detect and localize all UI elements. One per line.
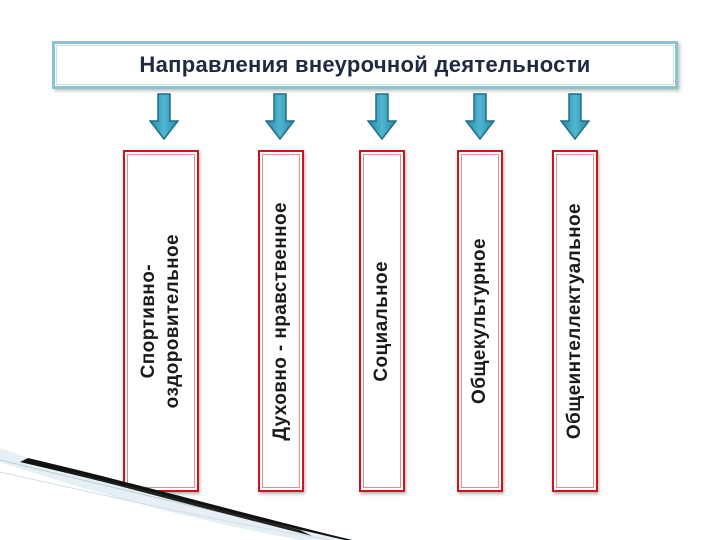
arrow-down-icon: [560, 93, 590, 141]
arrow-down-icon: [149, 93, 179, 141]
direction-card-cultural: Общекультурное: [457, 150, 503, 492]
direction-label: Общекультурное: [469, 238, 490, 404]
arrow-down-icon: [265, 93, 295, 141]
direction-label: Духовно - нравственное: [270, 201, 291, 441]
arrow-down-icon: [367, 93, 397, 141]
arrow-down-icon: [465, 93, 495, 141]
direction-label: Общеинтеллектуальное: [564, 202, 585, 440]
direction-label: Социальное: [371, 260, 392, 382]
direction-card-intellectual: Общеинтеллектуальное: [552, 150, 598, 492]
direction-card-spiritual: Духовно - нравственное: [258, 150, 304, 492]
direction-card-social: Социальное: [359, 150, 405, 492]
title-box: Направления внеурочной деятельности: [52, 41, 678, 89]
direction-card-sport: Спортивно- оздоровительное: [123, 150, 199, 492]
diagram-title: Направления внеурочной деятельности: [139, 52, 591, 77]
decorative-swoosh: [0, 448, 353, 540]
direction-label: Спортивно- оздоровительное: [138, 233, 183, 409]
